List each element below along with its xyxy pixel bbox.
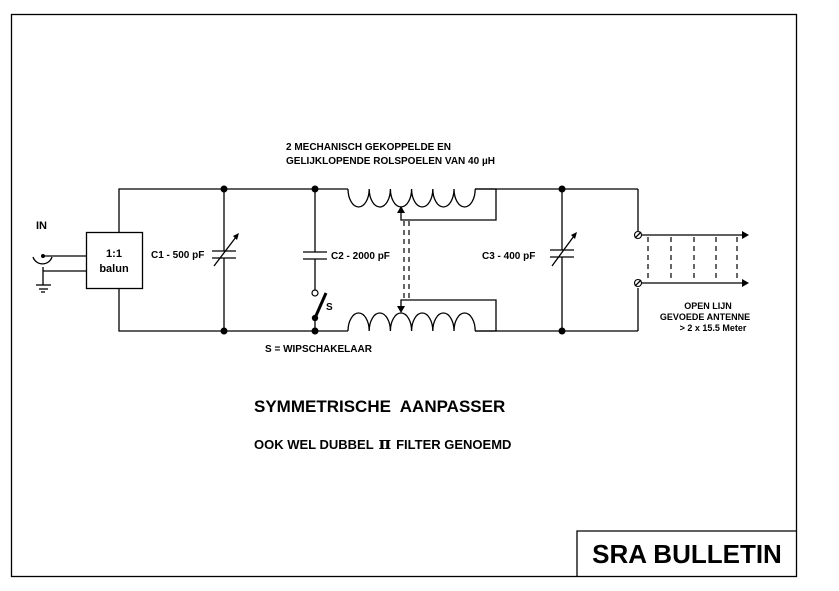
ground-icon — [36, 284, 51, 293]
diagram-subtitle: OOK WEL DUBBEL π FILTER GENOEMD — [254, 434, 511, 454]
output-terminal-icon — [633, 278, 643, 288]
coil-note-line2: GELIJKLOPENDE ROLSPOELEN VAN 40 µH — [286, 156, 495, 167]
switch-label: S — [326, 302, 333, 313]
arrow-right-icon — [742, 279, 749, 287]
switch-s: S — [311, 289, 333, 335]
c3-label: C3 - 400 pF — [482, 251, 535, 262]
coil-note-line1: 2 MECHANISCH GEKOPPELDE EN — [286, 142, 451, 153]
coax-shield-icon — [32, 256, 53, 265]
input-connector: IN — [32, 220, 86, 293]
subtitle-prefix: OOK WEL DUBBEL — [254, 437, 374, 452]
publisher-box: SRA BULLETIN — [576, 530, 797, 577]
switch-note: S = WIPSCHAKELAAR — [265, 344, 373, 355]
diagram-title: SYMMETRISCHE AANPASSER — [254, 397, 505, 416]
inductor-top — [347, 188, 497, 221]
output-note-line1: OPEN LIJN — [684, 301, 732, 311]
rails — [118, 188, 639, 332]
variable-arrow-icon — [551, 235, 575, 267]
balun-label: balun — [99, 263, 129, 275]
capacitor-c1: C1 - 500 pF — [151, 185, 239, 335]
switch-lever-icon — [313, 292, 328, 319]
output-note-line3: > 2 x 15.5 Meter — [680, 323, 747, 333]
c2-label: C2 - 2000 pF — [331, 251, 390, 262]
arrow-right-icon — [742, 231, 749, 239]
capacitor-c3: C3 - 400 pF — [482, 185, 577, 335]
publisher-label: SRA BULLETIN — [592, 539, 782, 569]
variable-arrow-icon — [213, 236, 237, 267]
mechanical-coupling — [403, 221, 410, 299]
output-feedline — [633, 230, 749, 288]
page-frame — [10, 13, 798, 578]
capacitor-c2: C2 - 2000 pF — [303, 185, 390, 290]
input-label: IN — [36, 220, 47, 232]
tap-arrow-icon — [397, 206, 405, 213]
subtitle-suffix: FILTER GENOEMD — [396, 437, 511, 452]
output-note-line2: GEVOEDE ANTENNE — [660, 312, 750, 322]
output-terminal-icon — [633, 230, 643, 240]
c1-label: C1 - 500 pF — [151, 250, 204, 261]
balun-block: 1:1 balun — [85, 231, 144, 290]
pi-symbol: π — [379, 434, 391, 454]
tap-arrow-icon — [397, 306, 405, 313]
balun-ratio: 1:1 — [106, 248, 122, 260]
inductor-bottom — [347, 299, 497, 332]
